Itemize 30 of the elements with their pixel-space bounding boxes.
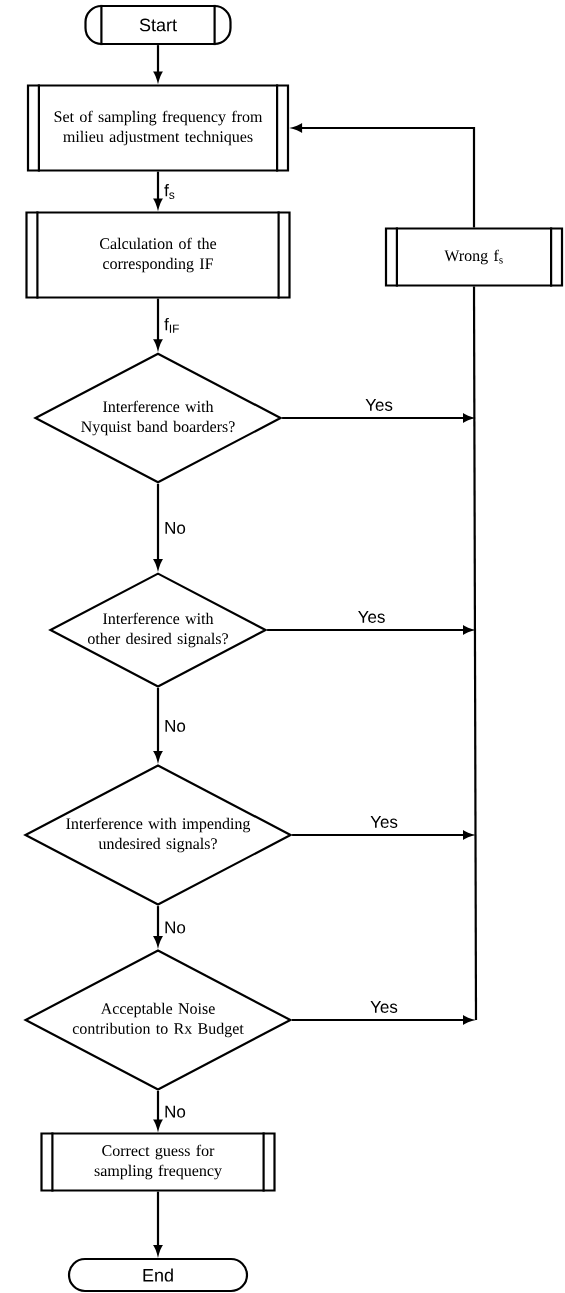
- edge-label: No: [165, 921, 186, 934]
- arrow: [153, 483, 163, 569]
- terminal-box: End: [67, 1257, 249, 1293]
- edge-label: No: [165, 720, 186, 732]
- terminal-box: Start: [84, 4, 232, 46]
- process-box: Wrong f$_{s}$: [384, 227, 564, 287]
- arrow: [153, 298, 163, 349]
- arrow: [153, 1091, 163, 1130]
- edge-label: Yes: [365, 399, 393, 411]
- process-box: Calculation of the corresponding IF: [25, 211, 291, 299]
- edge-label: Yes: [370, 816, 398, 828]
- arrow: [153, 1191, 163, 1255]
- arrow: [282, 413, 473, 423]
- edge-label: Yes: [358, 611, 385, 623]
- arrow: [292, 830, 473, 840]
- edge-label: f$_{IF}$: [164, 317, 179, 333]
- arrow: [153, 171, 163, 209]
- line: [472, 286, 478, 1020]
- edge-label: No: [165, 522, 186, 534]
- arrow: [292, 123, 476, 228]
- edge-label: Yes: [370, 1001, 398, 1013]
- arrow: [153, 687, 163, 761]
- arrow: [267, 625, 473, 635]
- edge-label: f$_{s}$: [164, 184, 175, 199]
- process-box: Set of sampling frequency from milieu adjustment techniques: [26, 84, 290, 172]
- arrow: [153, 45, 163, 82]
- arrow: [153, 906, 163, 946]
- edge-label: No: [165, 1105, 186, 1118]
- process-box: Correct guess for sampling frequency: [40, 1132, 276, 1192]
- arrow: [291, 1015, 473, 1025]
